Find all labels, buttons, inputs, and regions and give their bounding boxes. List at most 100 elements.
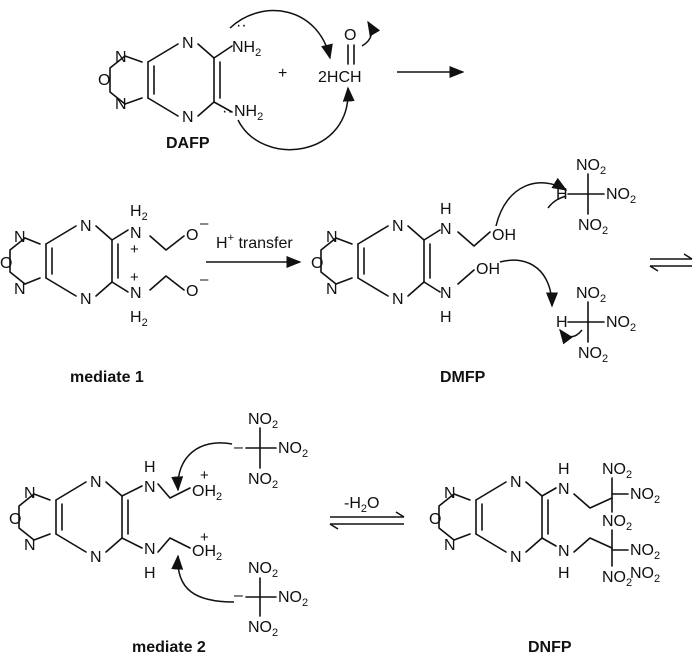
equilibrium-arrow-2 [329,511,405,530]
tnm-bottom-h: H [556,314,568,331]
label-dnfp: DNFP [528,639,572,656]
trinitromethanide-bottom [245,577,277,617]
m1-h2-bottom: H2 [130,309,148,329]
dmfp-o: O [311,255,323,272]
label-mediate1: mediate 1 [70,369,144,386]
dnfp-h-bottom: H [558,565,570,582]
tnm-top-no2-3: NO2 [578,217,608,237]
dnfp-n-top: N [558,481,570,498]
mediate1-structure [9,225,185,297]
dafp-nh2-bottom: NH2 [234,103,263,123]
dnfp-no2-3: NO2 [602,513,632,533]
tnm-bottom-no2-3: NO2 [578,345,608,365]
dnfp-n3: N [510,474,522,491]
trinitromethane-top [567,173,605,215]
dnfp-no2-5: NO2 [602,569,632,589]
dmfp-structure [320,225,491,297]
m1-charge-minus-top: – [200,215,209,232]
dmfp-n2: N [326,281,338,298]
curved-arrow-substitution-top [171,442,233,492]
dmfp-n4: N [392,291,404,308]
curved-arrow-substitution-bottom [171,554,235,603]
dnfp-n-bottom: N [558,543,570,560]
formaldehyde: 2HCH [318,69,362,86]
m2-charge-plus-bottom: + [200,529,209,546]
equilibrium-arrow-1 [649,253,693,272]
label-mediate2: mediate 2 [132,639,206,656]
tnm-top-no2-1: NO2 [576,157,606,177]
label-dafp: DAFP [166,135,210,152]
curved-arrow-h-top [547,195,567,209]
curved-arrow-deprotonation-top [495,177,568,227]
dmfp-n1: N [326,229,338,246]
m2-h-bottom: H [144,565,156,582]
dafp-n2: N [115,96,127,113]
dmfp-oh-bottom: OH [476,261,500,278]
m2-charge-plus-top: + [200,467,209,484]
m1-n2: N [14,281,26,298]
dnfp-structure [438,477,629,567]
tnm-top-no2-2: NO2 [606,186,636,206]
dnfp-no2-1: NO2 [602,461,632,481]
condition-h-transfer: H+ transfer [216,232,293,252]
condition-minus-water: -H2O [344,495,379,515]
m2-n1: N [24,485,36,502]
dafp-nh2-top: NH2 [232,39,261,59]
curved-arrow-deprotonation-bottom [499,259,558,308]
m1-n3: N [80,218,92,235]
anion-top-no2-2: NO2 [278,440,308,460]
m2-n3: N [90,474,102,491]
dafp-n3: N [182,35,194,52]
m1-charge-minus-bottom: – [200,271,209,288]
dmfp-n-top: N [440,221,452,238]
m2-o: O [9,511,21,528]
dmfp-n3: N [392,218,404,235]
m1-oxide-top: O [186,227,198,244]
dafp-lone-pair-bottom: ·· [222,103,233,120]
trinitromethanide-top [245,427,277,469]
anion-bottom-no2-2: NO2 [278,589,308,609]
dnfp-h-top: H [558,461,570,478]
m2-n4: N [90,549,102,566]
m1-h2-top: H2 [130,203,148,223]
m1-n1: N [14,229,26,246]
dmfp-oh-top: OH [492,227,516,244]
curved-arrow-carbonyl [361,20,381,47]
dmfp-h-bottom: H [440,309,452,326]
m2-n-bottom: N [144,541,156,558]
dafp-structure [109,43,233,117]
anion-top-no2-1: NO2 [248,411,278,431]
m1-n-top: N [130,225,142,242]
m2-oh2-bottom: OH2 [192,543,222,563]
dafp-n4: N [182,109,194,126]
m2-h-top: H [144,459,156,476]
trinitromethane-bottom [567,301,605,343]
m2-oh2-top: OH2 [192,483,222,503]
dnfp-no2-6: NO2 [630,565,660,585]
label-dmfp: DMFP [440,369,486,386]
dnfp-o: O [429,511,441,528]
tnm-bottom-no2-2: NO2 [606,314,636,334]
curved-arrow-nucleophilic-attack-bottom [237,86,355,151]
dnfp-n4: N [510,549,522,566]
anion-top-no2-3: NO2 [248,471,278,491]
dafp-o: O [98,72,110,89]
tnm-top-h: H [556,186,568,203]
plus-sign: + [278,65,287,82]
dmfp-h-top: H [440,201,452,218]
curved-arrow-h-bottom [559,328,583,345]
anion-top-charge: – [234,439,243,456]
dnfp-n2: N [444,537,456,554]
m1-o: O [0,255,12,272]
m2-n2: N [24,537,36,554]
tnm-bottom-no2-1: NO2 [576,285,606,305]
m1-charge-plus-top: + [130,241,139,258]
anion-bottom-charge: – [234,587,243,604]
m1-charge-plus-bottom: + [130,269,139,286]
m1-n4: N [80,291,92,308]
dnfp-no2-4: NO2 [630,542,660,562]
m1-n-bottom: N [130,285,142,302]
dnfp-n1: N [444,485,456,502]
mediate2-structure [18,481,191,553]
